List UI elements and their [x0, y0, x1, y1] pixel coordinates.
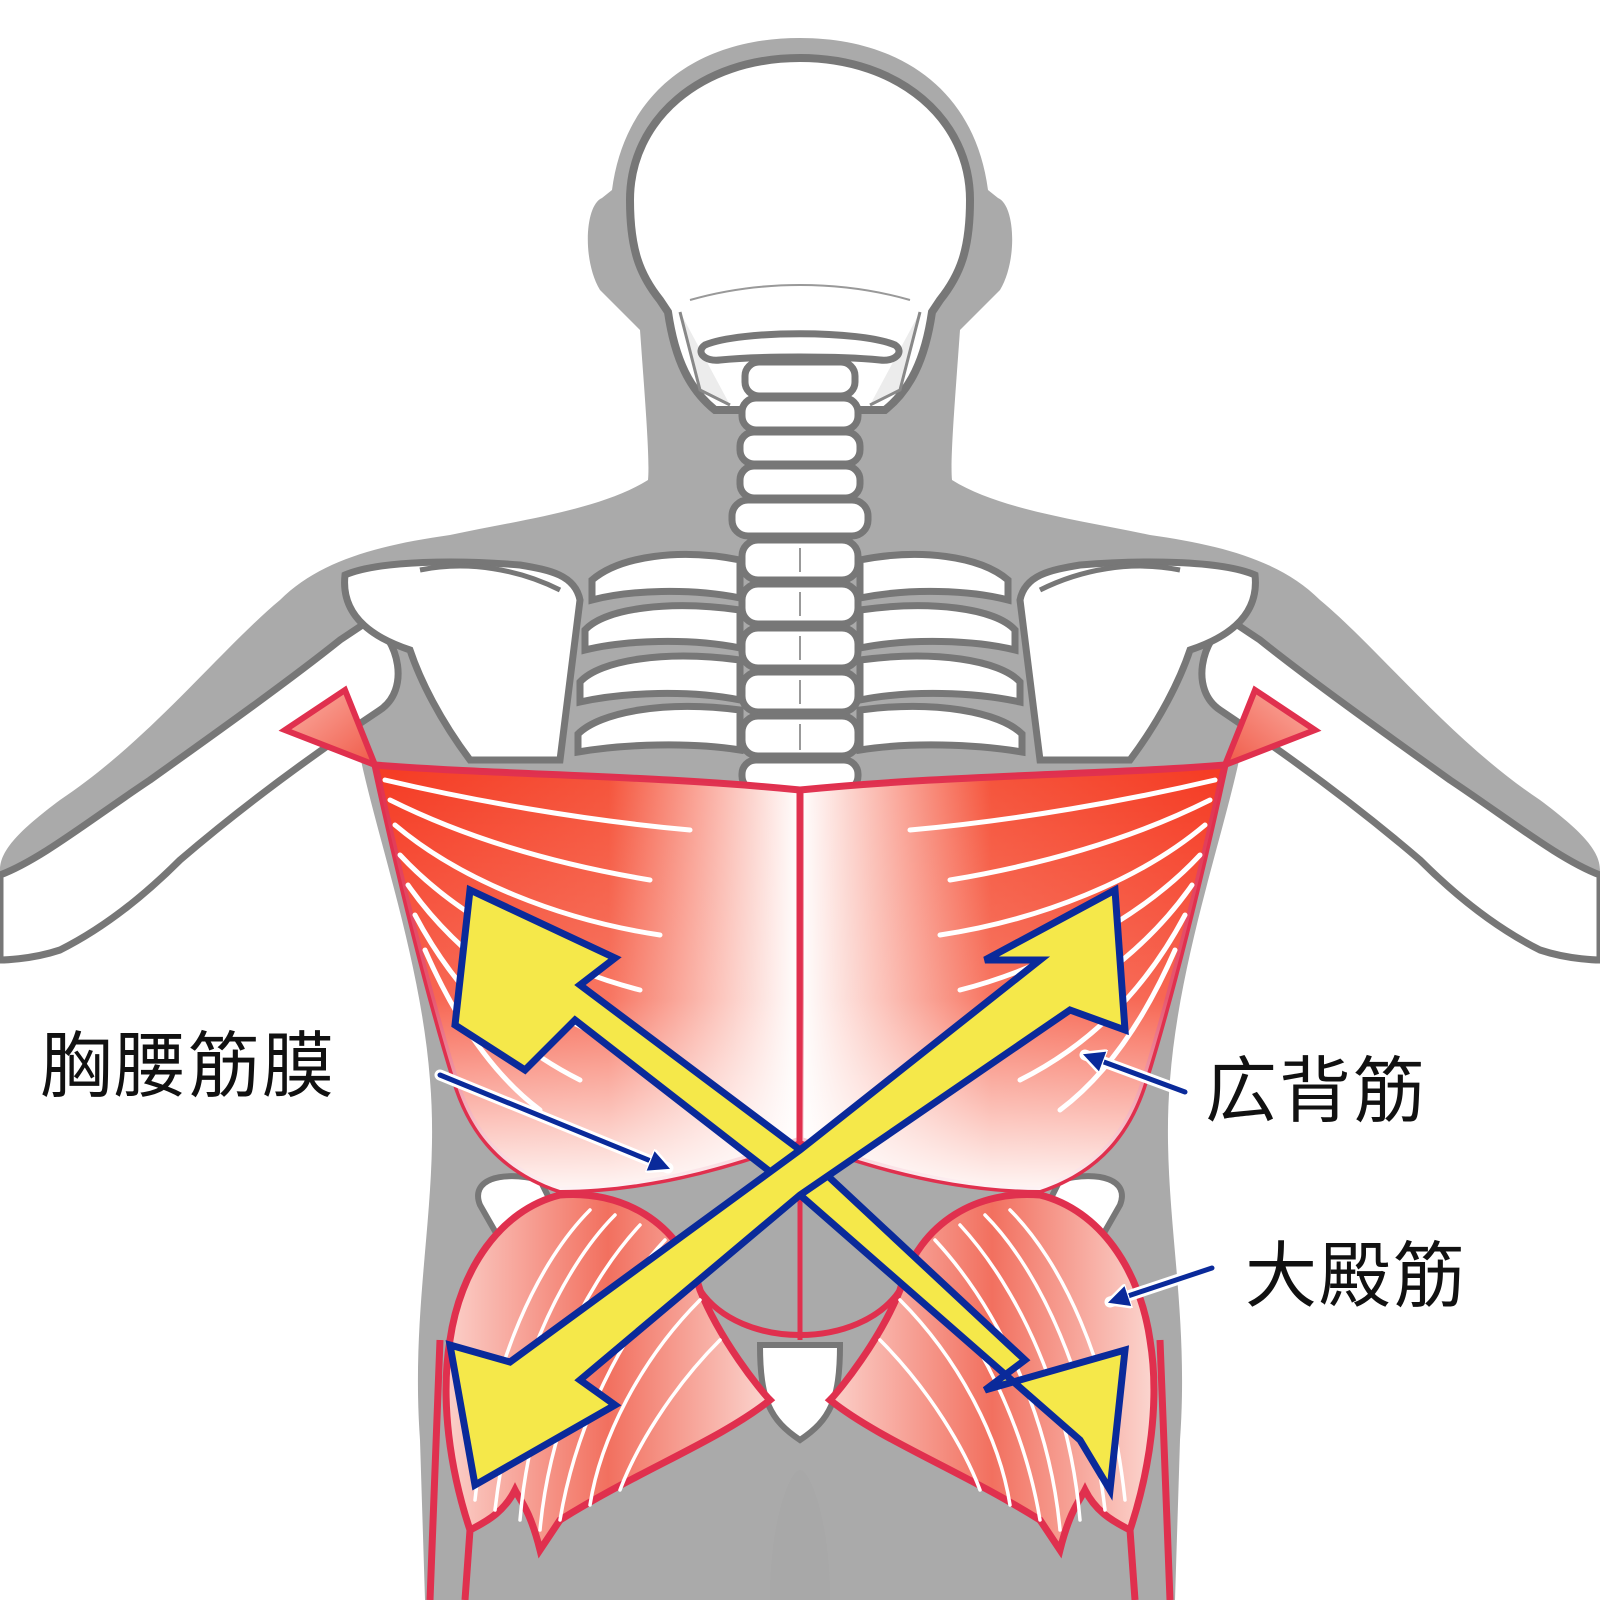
sacrum-outline: [697, 1288, 903, 1339]
force-transmission-arrows: [445, 884, 1130, 1501]
right-scapula-arm: [1016, 558, 1600, 964]
label-gluteus-maximus: 大殿筋: [1245, 1234, 1468, 1318]
label-latissimus-dorsi: 広背筋: [1205, 1049, 1428, 1133]
left-scapula-arm: [0, 558, 584, 964]
arrow-right-lat-to-left-glute: [445, 884, 1129, 1491]
left-teres-major: [278, 685, 381, 771]
spine: [728, 358, 872, 794]
label-thoracolumbar-fascia: 胸腰筋膜: [40, 1024, 337, 1108]
leader-arrows: [434, 1055, 1218, 1302]
skull: [625, 53, 975, 414]
pelvis: [475, 1173, 1125, 1444]
arrow-left-lat-to-right-glute: [451, 884, 1130, 1501]
right-teres-major: [1219, 685, 1322, 771]
rib-cage: [574, 550, 1026, 757]
